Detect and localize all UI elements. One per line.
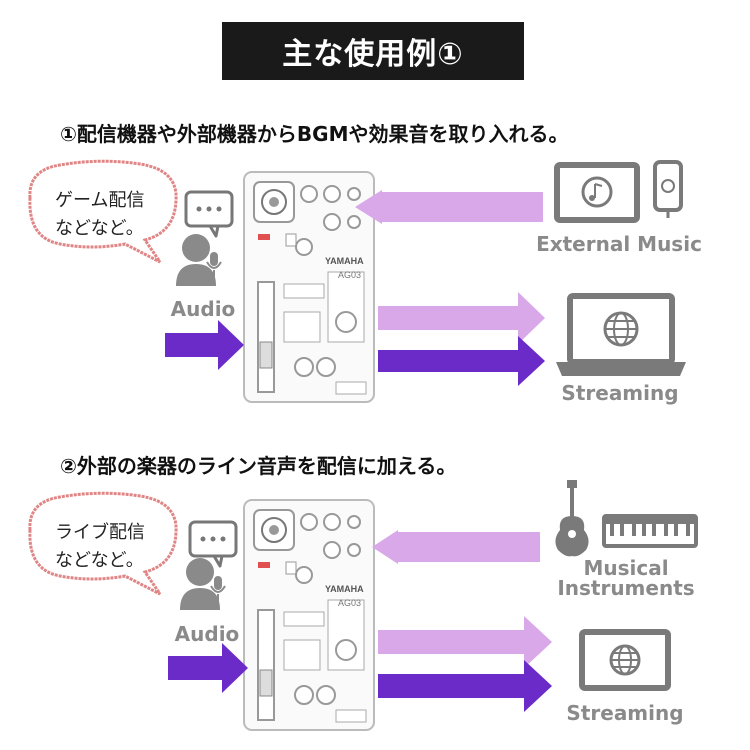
bubble2-line2: などなど。 xyxy=(55,550,144,571)
audio-label-1: Audio xyxy=(170,297,236,321)
arrow-instrument-in xyxy=(372,530,540,564)
bubble1-line2: などなど。 xyxy=(55,218,144,239)
bubble-2 xyxy=(28,491,178,596)
laptop-globe-icon xyxy=(556,296,686,376)
audio-label-2: Audio xyxy=(174,622,240,646)
streaming-label-2: Streaming xyxy=(566,701,684,725)
bubble-1 xyxy=(28,159,178,264)
page-title: 主な使用例① xyxy=(222,22,524,80)
arrow-stream-dark xyxy=(378,660,552,712)
mixer1-brand: YAMAHA xyxy=(325,256,364,266)
arrow-stream-dark xyxy=(378,336,545,386)
guitar-icon xyxy=(555,480,589,557)
arrow-external-in xyxy=(355,190,543,224)
mixer1-model: AG03 xyxy=(338,270,362,280)
instruments-label-line2: Instruments xyxy=(557,576,695,600)
instruments-label-line1: Musical xyxy=(583,556,669,580)
section2-heading: ②外部の楽器のライン音声を配信に加える。 xyxy=(60,454,457,478)
monitor-globe-icon xyxy=(582,632,668,688)
person-icon xyxy=(175,233,222,287)
section1-heading: ①配信機器や外部機器からBGMや効果音を取り入れる。 xyxy=(60,122,569,146)
arrow-stream-light xyxy=(378,616,552,668)
external-music-label: External Music xyxy=(536,232,702,256)
arrow-audio-in xyxy=(165,320,244,370)
arrow-audio-in xyxy=(168,643,248,693)
mixer2-model: AG03 xyxy=(338,598,362,608)
arrow-stream-light xyxy=(378,292,545,344)
music-note-icon xyxy=(554,160,683,223)
mixer-device-1 xyxy=(243,171,375,403)
chat-icon xyxy=(184,190,234,238)
streaming-label-1: Streaming xyxy=(561,381,679,405)
keyboard-icon xyxy=(602,514,698,548)
mixer2-brand: YAMAHA xyxy=(325,584,364,594)
mixer-device-2 xyxy=(243,499,375,731)
bubble2-line1: ライブ配信 xyxy=(55,522,145,543)
bubble1-line1: ゲーム配信 xyxy=(55,190,145,211)
